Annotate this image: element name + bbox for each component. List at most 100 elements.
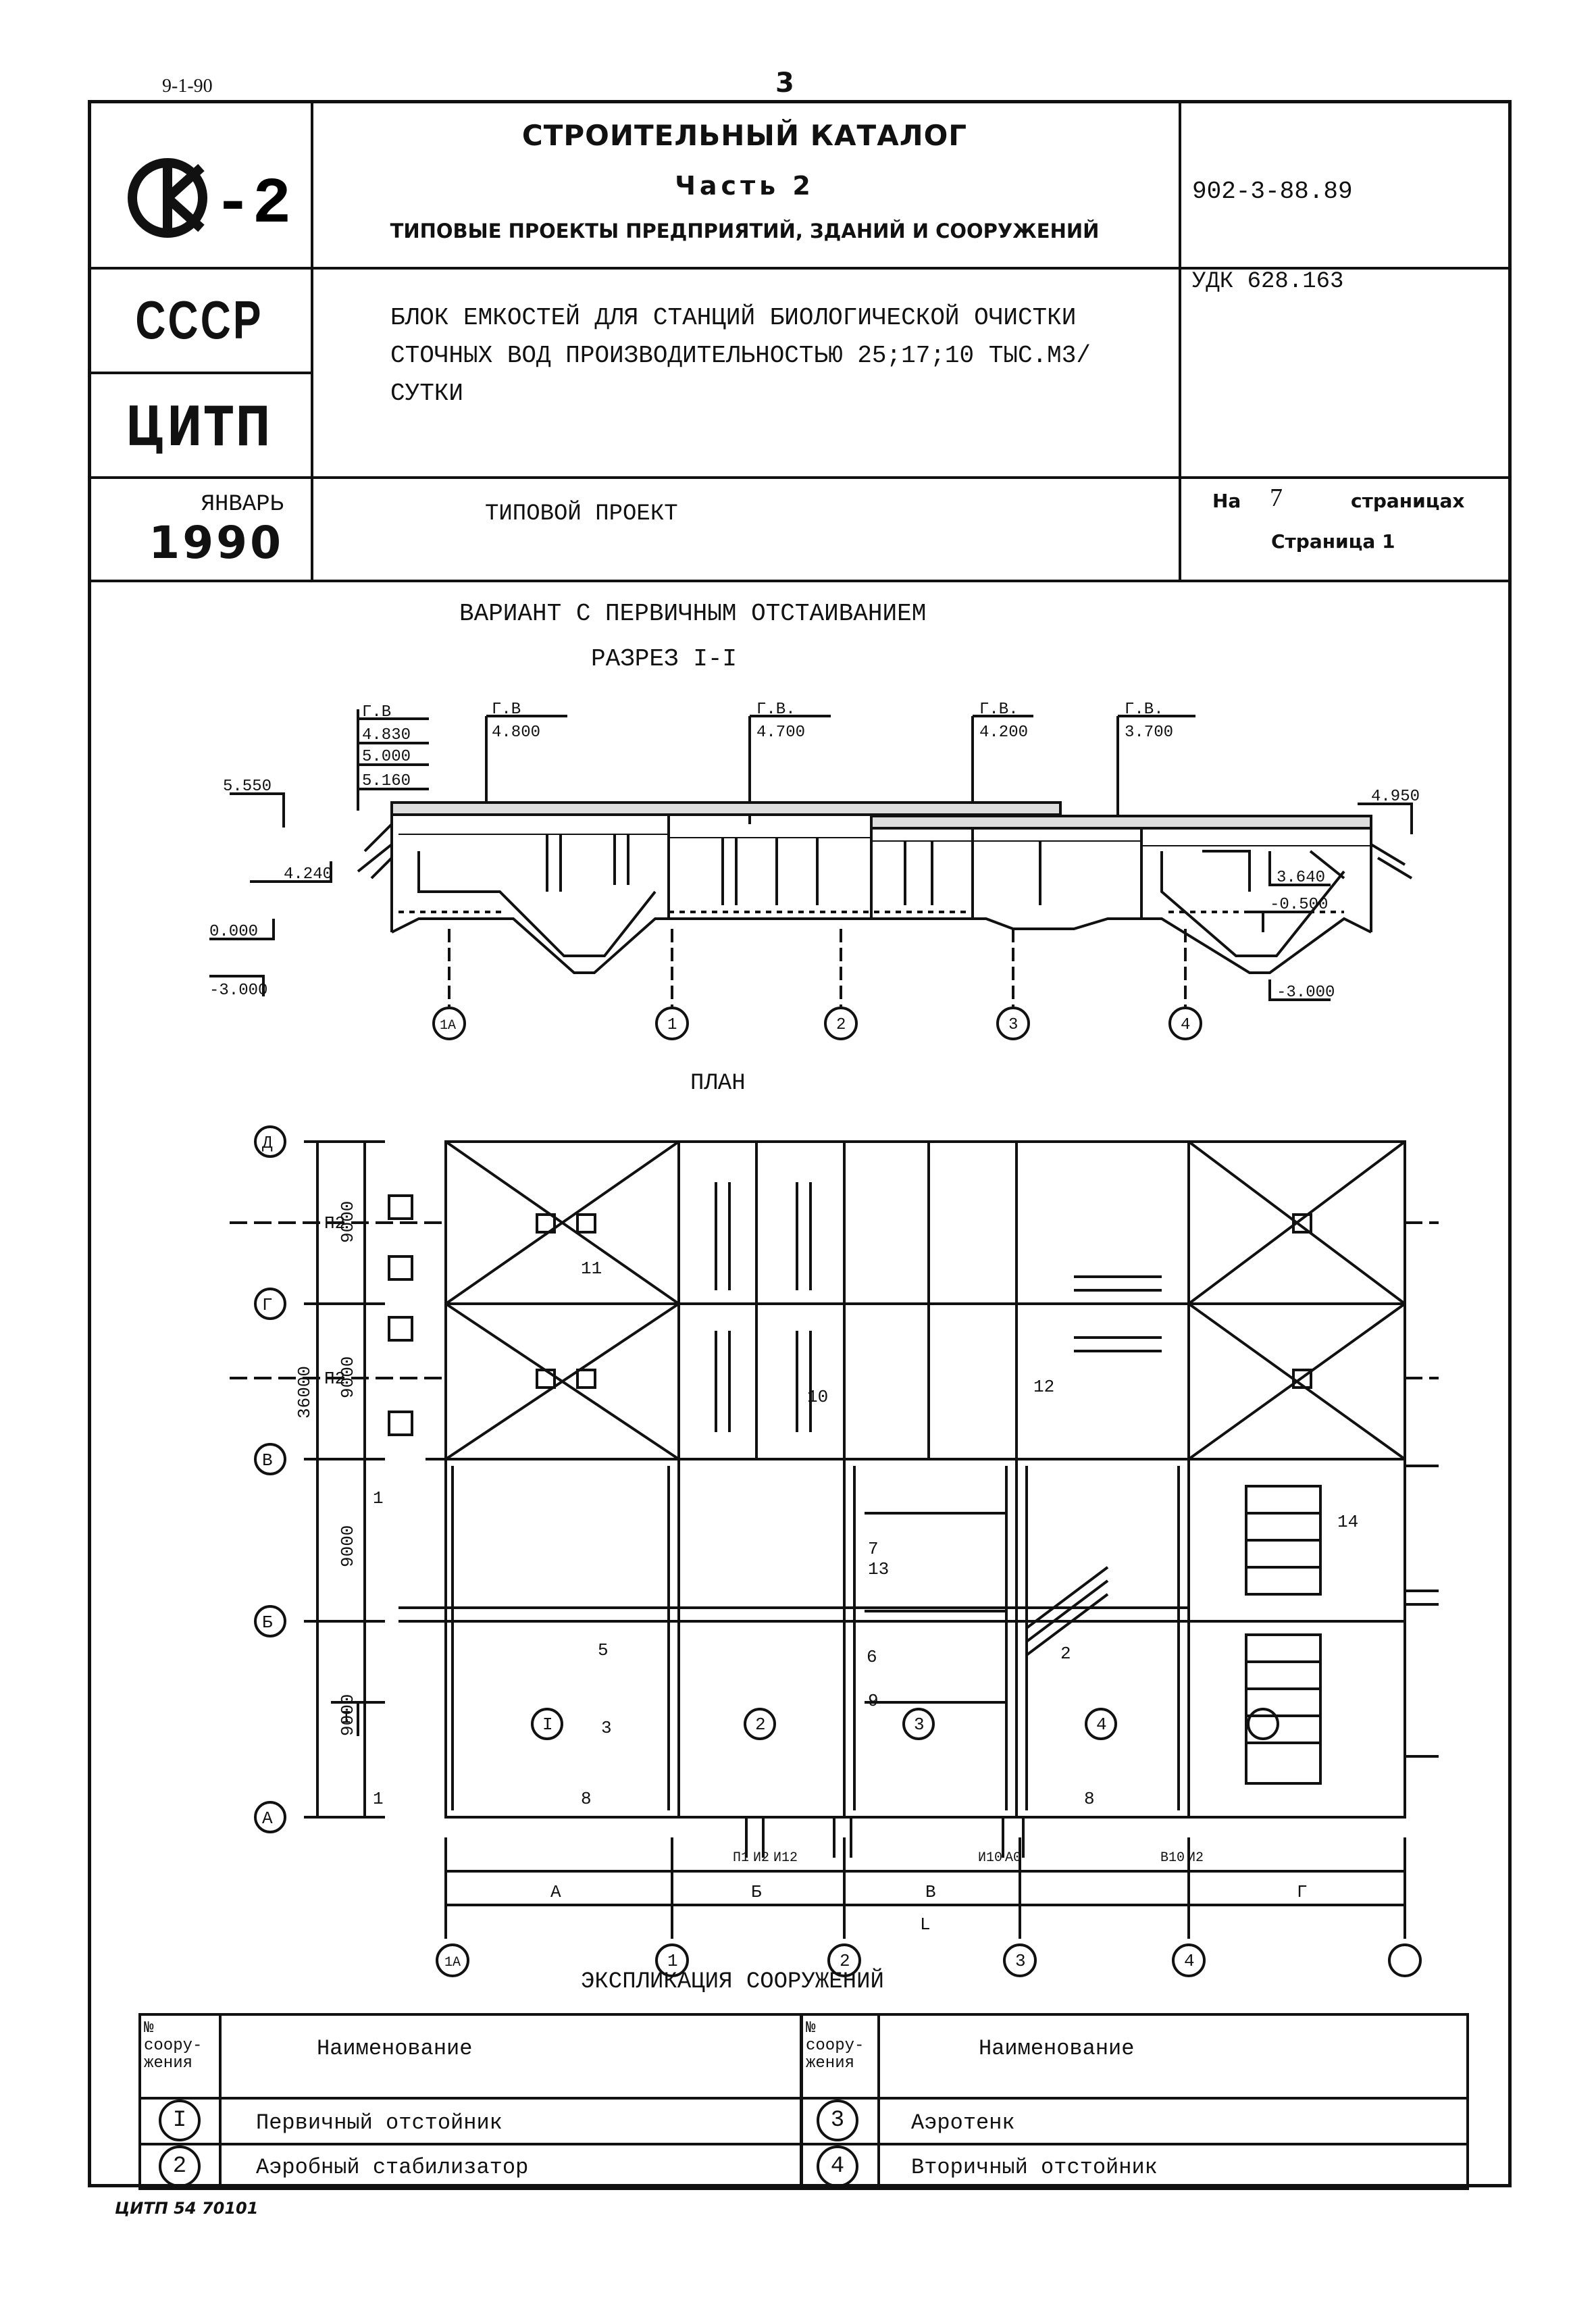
pipe-bottom-7: И2 — [1187, 1850, 1204, 1866]
elev-value-3: 5.160 — [362, 772, 411, 790]
plan-drawing: Д Г В Б А 9000 9000 9000 9000 36000 П2 П… — [230, 1125, 1439, 1977]
row-dim-3: 9000 — [338, 1525, 358, 1567]
plan-axis-1a: 1А — [444, 1955, 461, 1971]
ck2-logo: -2 — [128, 158, 291, 241]
header-row-line-1 — [88, 267, 1512, 270]
explication-title: ЭКСПЛИКАЦИЯ СООРУЖЕНИЙ — [581, 1969, 884, 1995]
country-label: СССР — [135, 290, 263, 350]
pages-prefix: На — [1212, 490, 1241, 512]
level-right-4: -3.000 — [1277, 984, 1335, 1002]
elev-value-7: 3.700 — [1125, 723, 1173, 742]
axis-1a: 1А — [440, 1018, 456, 1034]
axis-1: 1 — [667, 1016, 677, 1034]
row-dim-2: 9000 — [338, 1356, 358, 1398]
axis-4: 4 — [1181, 1016, 1190, 1034]
col-header-name-1: Наименование — [317, 2036, 473, 2061]
explication-table: № соору-жения Наименование № соору-жения… — [138, 2013, 1469, 2190]
tank-num-4: 4 — [1096, 1714, 1107, 1735]
header-row-line-2 — [88, 476, 1512, 479]
row-num-1: I — [159, 2100, 201, 2141]
mark-5: 5 — [598, 1640, 609, 1660]
elev-value-1: 4.830 — [362, 726, 411, 744]
mark-2: 2 — [1060, 1644, 1071, 1664]
pipe-bottom-5: А0 — [1005, 1850, 1021, 1866]
pipe-bottom-4: И10 — [978, 1850, 1002, 1866]
section-drawing: Г.В 4.830 5.000 5.160 Г.В 4.800 Г.В. 4.7… — [209, 701, 1420, 1040]
mark-13: 13 — [868, 1559, 889, 1579]
pages-count: 7 — [1270, 484, 1283, 512]
project-title-line-1: БЛОК ЕМКОСТЕЙ ДЛЯ СТАНЦИЙ БИОЛОГИЧЕСКОЙ … — [390, 304, 1077, 332]
level-right-1: 4.950 — [1371, 788, 1420, 806]
header-divider-1 — [311, 100, 313, 580]
col-header-num-1: № соору-жения — [144, 2019, 203, 2073]
total-col-label: L — [920, 1914, 931, 1935]
section-mark-left: I — [341, 1708, 352, 1728]
tank-num-2: 2 — [755, 1714, 766, 1735]
row-axis-d: Д — [262, 1133, 273, 1153]
level-right-3: -0.500 — [1270, 896, 1328, 914]
total-dim: 36000 — [294, 1366, 315, 1419]
year-label: 1990 — [149, 517, 284, 569]
elev-value-4: 4.800 — [492, 723, 540, 742]
row-name-4: Вторичный отстойник — [911, 2155, 1158, 2180]
row-dim-1: 9000 — [338, 1201, 358, 1243]
mark-1-b: 1 — [373, 1789, 384, 1809]
col-label-v: В — [925, 1882, 936, 1902]
row-axis-g: Г — [262, 1295, 273, 1315]
elev-gv-label-5: Г.В. — [1125, 701, 1164, 719]
elev-gv-label-1: Г.В — [362, 703, 391, 721]
org-label: ЦИТП — [126, 395, 273, 458]
header-divider-2 — [1179, 100, 1181, 580]
row-name-2: Аэробный стабилизатор — [256, 2155, 529, 2180]
mark-12: 12 — [1033, 1377, 1054, 1397]
month-label: ЯНВАРЬ — [201, 492, 284, 517]
col-label-b: Б — [751, 1882, 762, 1902]
elev-value-2: 5.000 — [362, 748, 411, 766]
project-type: ТИПОВОЙ ПРОЕКТ — [485, 501, 678, 527]
row-num-2: 2 — [159, 2145, 201, 2187]
mark-1-a: 1 — [373, 1488, 384, 1508]
level-left-3: 0.000 — [209, 923, 258, 941]
project-code: 902-3-88.89 — [1192, 178, 1353, 205]
row-name-1: Первичный отстойник — [256, 2110, 503, 2135]
pipe-bottom-2: И2 — [753, 1850, 769, 1866]
col-label-a: А — [550, 1882, 561, 1902]
row-name-3: Аэротенк — [911, 2110, 1015, 2135]
elev-value-5: 4.700 — [756, 723, 805, 742]
row-axis-v: В — [262, 1450, 273, 1471]
doc-code-top: 9-1-90 — [162, 76, 213, 97]
catalog-subtitle: ТИПОВЫЕ ПРОЕКТЫ ПРЕДПРИЯТИЙ, ЗДАНИЙ И СО… — [390, 220, 1100, 243]
plan-title: ПЛАН — [690, 1071, 746, 1096]
pipe-p2-left-1: П2 — [324, 1213, 345, 1234]
level-left-4: -3.000 — [209, 982, 267, 1000]
svg-text:-2: -2 — [213, 168, 291, 241]
page-number: 3 — [775, 68, 794, 99]
row-axis-b: Б — [262, 1612, 273, 1633]
mark-7: 7 — [868, 1539, 879, 1559]
plan-axis-2: 2 — [840, 1951, 850, 1971]
col-header-num-2: № соору-жения — [806, 2019, 865, 2073]
catalog-title: СТРОИТЕЛЬНЫЙ КАТАЛОГ — [521, 119, 968, 152]
project-title-line-2: СТОЧНЫХ ВОД ПРОИЗВОДИТЕЛЬНОСТЬЮ 25;17;10… — [390, 342, 1091, 370]
axis-3: 3 — [1008, 1016, 1018, 1034]
pipe-bottom-3: И12 — [773, 1850, 798, 1866]
row-num-4: 4 — [817, 2145, 858, 2187]
mark-14: 14 — [1337, 1512, 1358, 1532]
mark-11: 11 — [581, 1259, 602, 1279]
pipe-bottom-1: П1 — [733, 1850, 749, 1866]
plan-axis-4: 4 — [1184, 1951, 1195, 1971]
elev-gv-label-4: Г.В. — [979, 701, 1019, 719]
mark-8-b: 8 — [1084, 1789, 1095, 1809]
catalog-part: Часть 2 — [675, 171, 815, 201]
tank-num-3: 3 — [914, 1714, 925, 1735]
elev-value-6: 4.200 — [979, 723, 1028, 742]
elev-gv-label-2: Г.В — [492, 701, 521, 719]
header-row-line-cccp — [88, 372, 311, 374]
header-row-line-3 — [88, 580, 1512, 582]
elevation-stack-left — [357, 709, 429, 811]
udk-code: УДК 628.163 — [1192, 269, 1344, 295]
plan-axis-3: 3 — [1015, 1951, 1026, 1971]
tank-num-1: I — [542, 1714, 553, 1735]
mark-9: 9 — [868, 1691, 879, 1711]
mark-3: 3 — [601, 1718, 612, 1738]
